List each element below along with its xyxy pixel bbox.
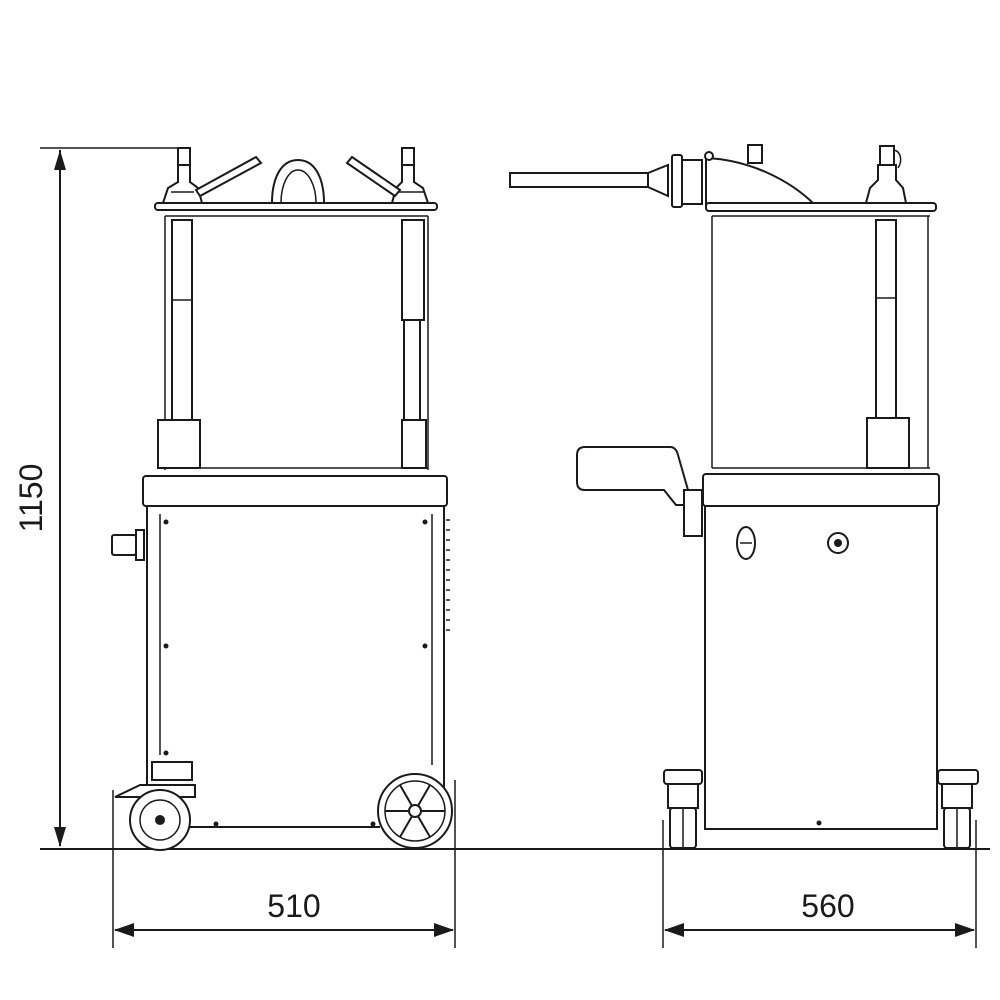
indicator-light [827,532,849,554]
arrow-up-icon [54,150,66,170]
spoked-wheel [377,773,453,849]
left-caster [663,769,703,849]
right-caster [937,769,979,849]
front-view [111,147,453,851]
swivel-caster [114,761,196,851]
arrow-down-icon [54,827,66,847]
front-width-label: 510 [267,888,320,924]
control-knob [111,529,145,561]
side-handle [576,446,703,537]
arrow-left-icon [664,923,684,937]
height-label: 1150 [13,464,49,533]
power-switch [736,526,756,560]
arrow-left-icon [114,923,134,937]
side-view [509,144,979,849]
side-width-label: 560 [801,888,854,924]
height-dimension: 1150 [13,147,185,847]
arrow-right-icon [955,923,975,937]
side-width-dimension: 560 [662,820,977,948]
front-width-dimension: 510 [112,780,456,948]
vent-fins [446,519,450,631]
arrow-right-icon [434,923,454,937]
